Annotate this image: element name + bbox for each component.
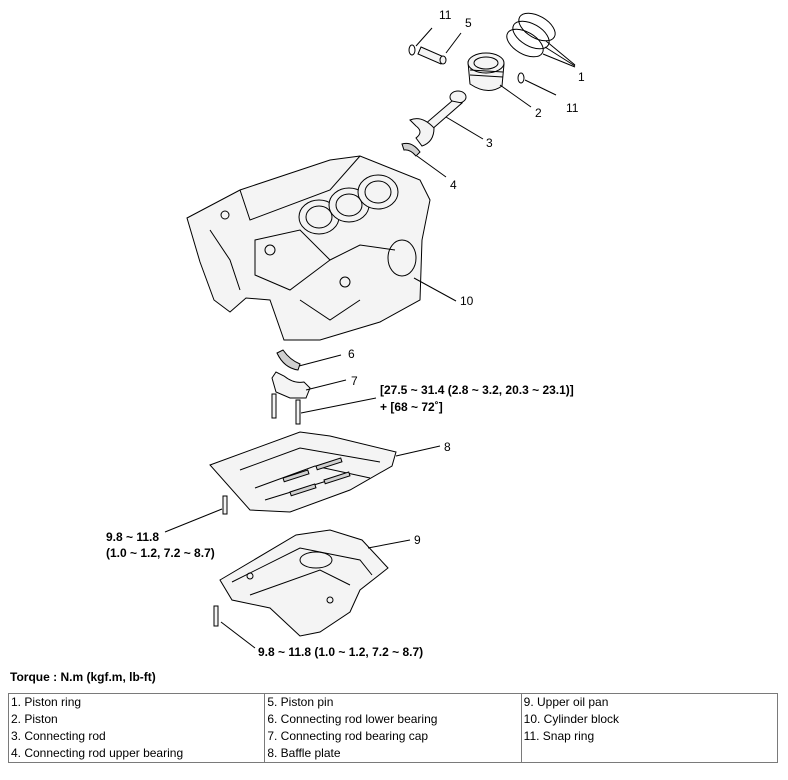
snap-ring-left-drawing: [408, 44, 416, 56]
callout-4: 4: [450, 178, 457, 192]
lower-bearing-drawing: [276, 349, 301, 371]
callout-5: 5: [465, 16, 472, 30]
callout-9: 9: [414, 533, 421, 547]
legend-cell: 8. Baffle plate: [264, 745, 522, 763]
legend-cell: 9. Upper oil pan: [520, 693, 779, 711]
piston-drawing: [467, 52, 505, 91]
callout-11-top: 11: [439, 8, 452, 22]
baffle-plate-drawing: [209, 431, 397, 513]
callout-11-right: 11: [566, 101, 579, 115]
legend-cell: [520, 745, 779, 763]
callout-8: 8: [444, 440, 451, 454]
oil-pan-bolt-torque: 9.8 ~ 11.8 (1.0 ~ 1.2, 7.2 ~ 8.7): [258, 645, 423, 659]
legend-row: 3. Connecting rod 7. Connecting rod bear…: [7, 728, 779, 745]
cap-bolt-torque-line2: + [68 ~ 72˚]: [380, 400, 443, 414]
callout-7: 7: [351, 374, 358, 388]
legend-row: 1. Piston ring 5. Piston pin 9. Upper oi…: [7, 693, 779, 711]
baffle-bolt-torque-line1: 9.8 ~ 11.8: [106, 530, 159, 544]
cap-bolts-drawing: [271, 393, 301, 425]
legend-row: 4. Connecting rod upper bearing 8. Baffl…: [7, 745, 779, 763]
cap-bolt-torque-line1: [27.5 ~ 31.4 (2.8 ~ 3.2, 20.3 ~ 23.1)]: [380, 383, 574, 397]
legend-cell: 7. Connecting rod bearing cap: [264, 728, 522, 745]
snap-ring-right-drawing: [517, 72, 525, 84]
legend-cell: 4. Connecting rod upper bearing: [7, 745, 266, 763]
callout-1: 1: [578, 70, 585, 84]
legend-row: 2. Piston 6. Connecting rod lower bearin…: [7, 711, 779, 728]
upper-oil-pan-drawing: [219, 529, 389, 637]
piston-rings-drawing: [506, 12, 556, 58]
parts-legend-table: 1. Piston ring 5. Piston pin 9. Upper oi…: [7, 693, 779, 763]
torque-unit-title: Torque : N.m (kgf.m, lb-ft): [10, 670, 156, 684]
callout-2: 2: [535, 106, 542, 120]
exploded-parts-diagram: 11 5 1 11 2 3 4 10 6 7 8 9 [27.5 ~ 31.4 …: [106, 8, 585, 659]
legend-cell: 10. Cylinder block: [520, 711, 779, 728]
legend-cell: 1. Piston ring: [7, 693, 266, 711]
connecting-rod-drawing: [409, 90, 467, 147]
piston-pin-drawing: [417, 46, 447, 65]
callout-10: 10: [460, 294, 474, 308]
legend-cell: 3. Connecting rod: [7, 728, 266, 745]
baffle-bolt-drawing: [222, 495, 228, 515]
cylinder-block-drawing: [186, 155, 431, 341]
baffle-bolt-torque-line2: (1.0 ~ 1.2, 7.2 ~ 8.7): [106, 546, 215, 560]
callout-6: 6: [348, 347, 355, 361]
upper-bearing-drawing: [401, 142, 421, 157]
legend-cell: 5. Piston pin: [264, 693, 522, 711]
legend-cell: 11. Snap ring: [520, 728, 779, 745]
legend-cell: 2. Piston: [7, 711, 266, 728]
legend-cell: 6. Connecting rod lower bearing: [264, 711, 522, 728]
bearing-cap-drawing: [271, 371, 311, 399]
callout-3: 3: [486, 136, 493, 150]
oil-pan-bolt-drawing: [213, 605, 219, 627]
